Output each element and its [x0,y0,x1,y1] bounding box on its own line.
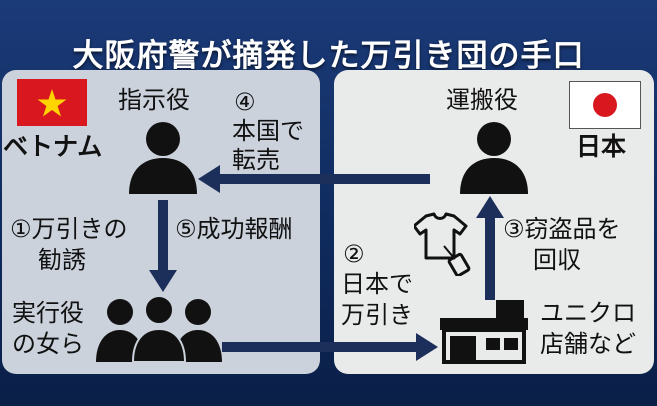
arrow-shoplift [222,333,438,365]
page-title: 大阪府警が摘発した万引き団の手口 [72,38,585,74]
step4-line3: 転売 [232,146,280,174]
clothes-tag-icon [412,212,474,280]
japan-label: 日本 [576,132,627,161]
arrow-resale [198,165,430,197]
boss-person-icon [125,118,201,198]
group-label-line1: 実行役 [12,299,84,327]
step4-number: ④ [234,88,256,116]
vietnam-label: ベトナム [3,132,103,161]
carrier-person-icon [456,118,532,198]
step4-line2: 本国で [232,117,304,145]
arrow-collect [476,196,504,304]
arrow-recruit [149,200,177,296]
step3-line1: ③窃盗品を [503,215,621,243]
step1-line2: 勧誘 [38,246,86,274]
boss-label: 指示役 [118,86,190,114]
group-label-line2: の女ら [12,330,84,358]
step3-line2: 回収 [533,246,581,274]
step2-line3: 万引き [341,301,413,329]
step2-line2: 日本で [341,270,413,298]
step2-number: ② [343,240,365,268]
japan-flag-icon [569,81,641,129]
group-people-icon [96,295,222,366]
vietnam-flag-icon [17,79,87,126]
store-icon [440,300,528,368]
store-label-line1: ユニクロ [540,299,636,327]
store-label-line2: 店舗など [540,330,636,358]
carrier-label: 運搬役 [446,86,518,114]
step1-line1: ①万引きの [10,215,128,243]
step5-text: ⑤成功報酬 [175,215,293,243]
